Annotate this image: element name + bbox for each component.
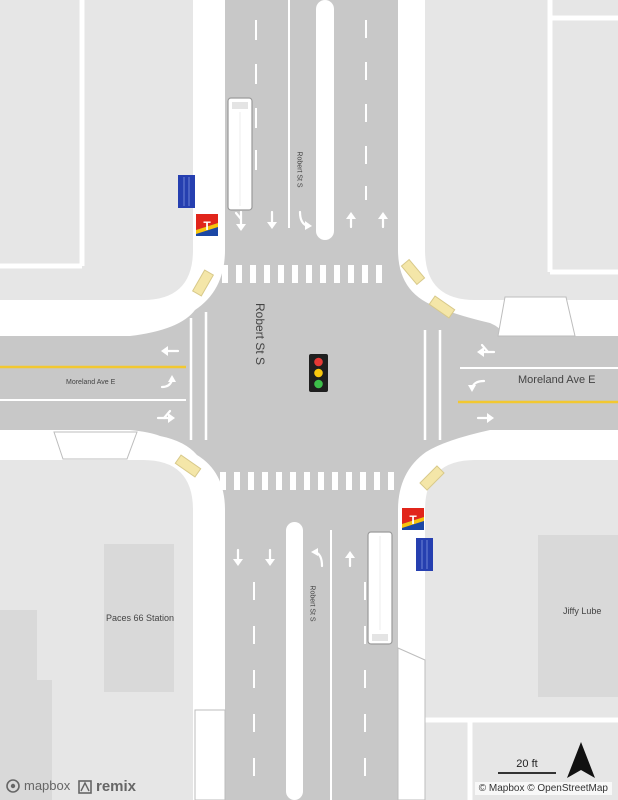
curb-extension-southeast [397,647,426,800]
street-label-robert-north: Robert St S [295,151,303,188]
lane-arrows-north [234,210,388,231]
bus-shelter-north[interactable] [178,175,195,208]
bus-southbound[interactable] [367,531,393,645]
arrow-left-icon [161,346,180,356]
arrow-up-icon [378,212,388,229]
svg-text:T: T [203,219,211,233]
curb-extension-east [497,296,576,337]
remix-logo-text: remix [96,778,137,795]
curb-extension-southwest [194,709,226,800]
building-southwest [0,610,52,800]
building-jiffy[interactable] [538,535,618,697]
arrow-down-icon [267,210,277,229]
arrow-right-combo-icon [156,409,175,423]
arrow-down-icon [265,548,275,566]
street-label-robert-south: Robert St S [308,585,316,622]
street-label-moreland-east: Moreland Ave E [518,374,596,386]
arrow-down-icon [233,548,243,566]
block-northwest [0,0,193,300]
bus-northbound[interactable] [227,97,253,211]
stop-bars [189,312,442,440]
lane-arrows-west [156,346,180,423]
building-paces[interactable] [104,544,174,692]
metro-transit-stop-icon[interactable]: T [196,214,218,236]
arrow-down-left-icon [468,379,486,392]
arrow-up-right-icon [160,375,176,389]
crosswalk-south [220,472,394,490]
place-label-jiffy[interactable]: Jiffy Lube [563,606,602,616]
arrow-down-left-icon [298,210,312,230]
metro-transit-stop-icon[interactable]: T [402,508,424,530]
mapbox-logo[interactable]: mapbox [6,778,70,793]
lane-markings-south [253,530,366,800]
curb-extension-west [53,431,138,460]
scale-bar: 20 ft [498,758,556,774]
arrow-up-left-icon [311,548,324,568]
lane-arrows-south [233,548,355,568]
arrow-up-icon [346,212,356,229]
arrow-left-combo-icon [477,343,496,357]
lane-markings-north [255,0,367,228]
arrow-up-icon [345,551,355,568]
street-label-robert-main: Robert St S [253,302,268,366]
scale-line [498,772,556,774]
median-south [286,522,303,800]
scale-label: 20 ft [516,758,538,770]
svg-text:T: T [409,513,417,527]
place-label-paces[interactable]: Paces 66 Station [106,613,175,623]
lane-arrows-east [468,343,496,423]
mapbox-logo-text: mapbox [24,778,71,793]
arrow-down-right-icon [234,210,246,231]
street-label-moreland-west: Moreland Ave E [66,379,116,386]
traffic-light-icon[interactable] [309,354,328,392]
median-north [316,0,334,240]
north-arrow-icon [567,742,595,778]
remix-logo[interactable]: remix [78,778,136,795]
curb-ramps [174,258,456,491]
crosswalk-north [222,265,382,283]
lane-markings-east-west [0,365,618,404]
bus-shelter-south[interactable] [416,538,433,571]
block-northeast [425,0,618,300]
remix-icon [78,779,92,794]
map-attribution[interactable]: © Mapbox © OpenStreetMap [474,782,612,795]
mapbox-icon [6,778,20,793]
arrow-right-icon [476,413,494,423]
